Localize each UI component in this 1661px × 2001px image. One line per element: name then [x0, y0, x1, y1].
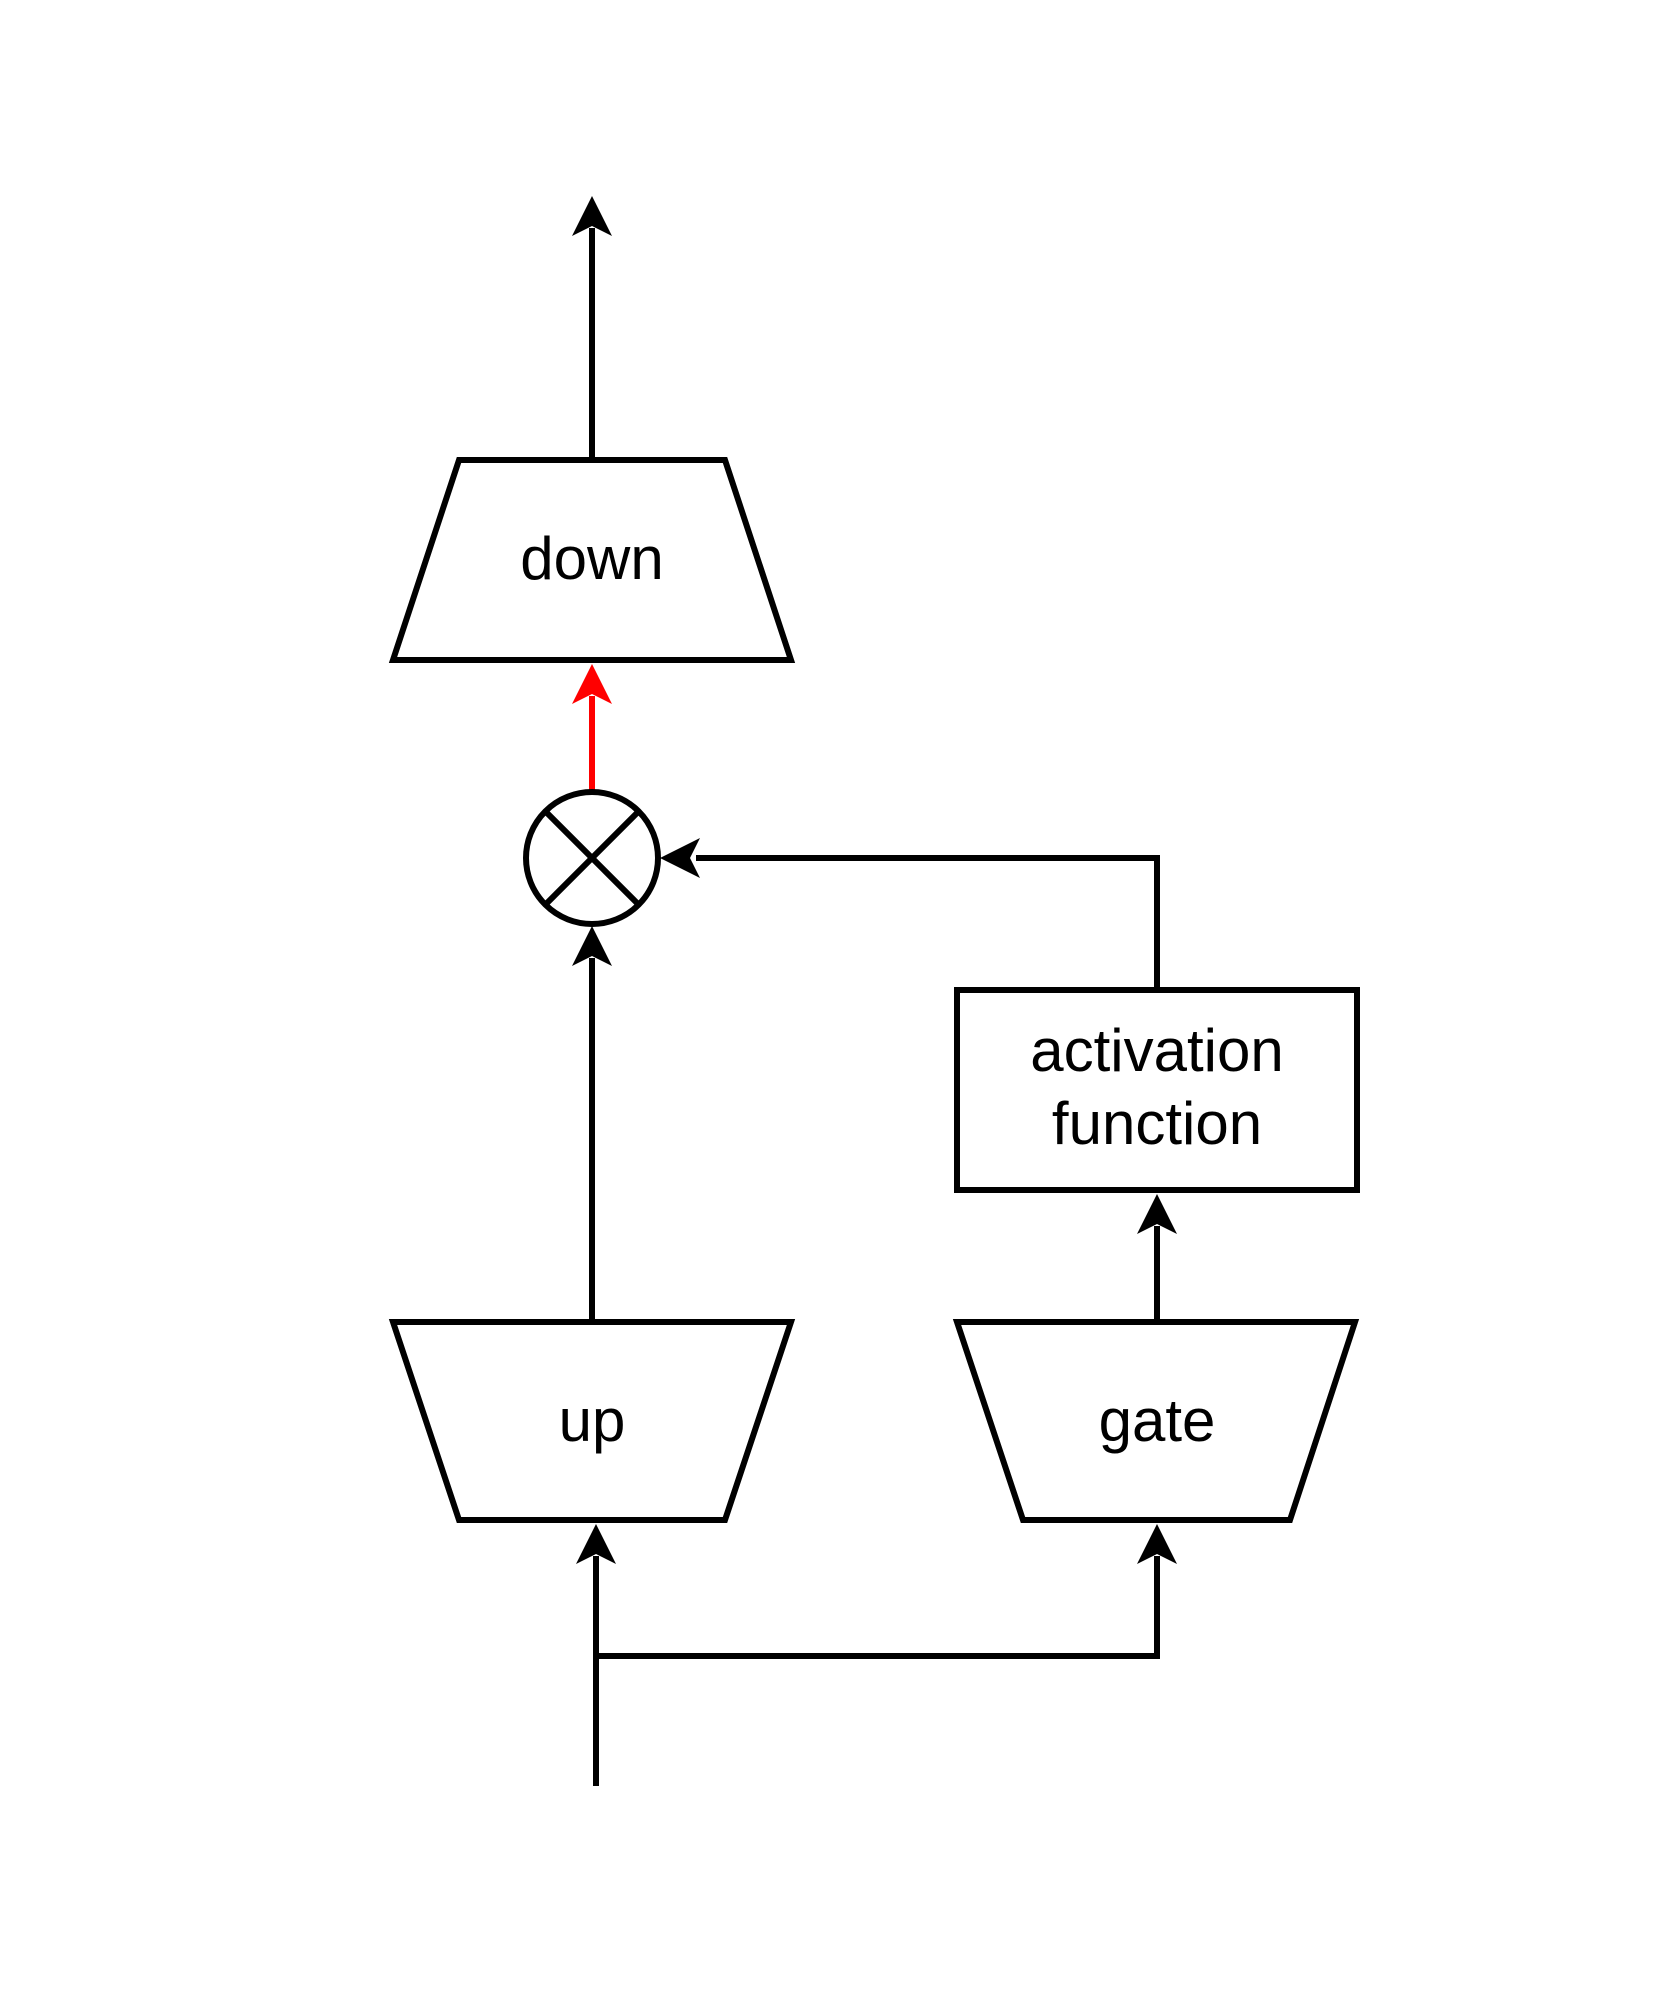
output-arrow: [572, 196, 612, 460]
gate-to-activation-arrow: [1137, 1194, 1177, 1322]
up-to-multiply-arrow: [572, 926, 612, 1322]
up-label: up: [559, 1387, 626, 1454]
gate-block: gate: [952, 1319, 1360, 1523]
highlight-arrow: [572, 664, 612, 790]
multiply-icon: [523, 789, 661, 927]
down-label: down: [520, 525, 663, 592]
input-arrows: [576, 1524, 1177, 1786]
gate-label: gate: [1099, 1387, 1216, 1454]
down-block: down: [388, 457, 796, 663]
activation-label-line2: function: [1052, 1090, 1262, 1157]
activation-label-line1: activation: [1030, 1017, 1283, 1084]
up-block: up: [388, 1319, 796, 1523]
activation-to-multiply-arrow: [660, 838, 1160, 990]
activation-function-block: activation function: [954, 987, 1360, 1193]
